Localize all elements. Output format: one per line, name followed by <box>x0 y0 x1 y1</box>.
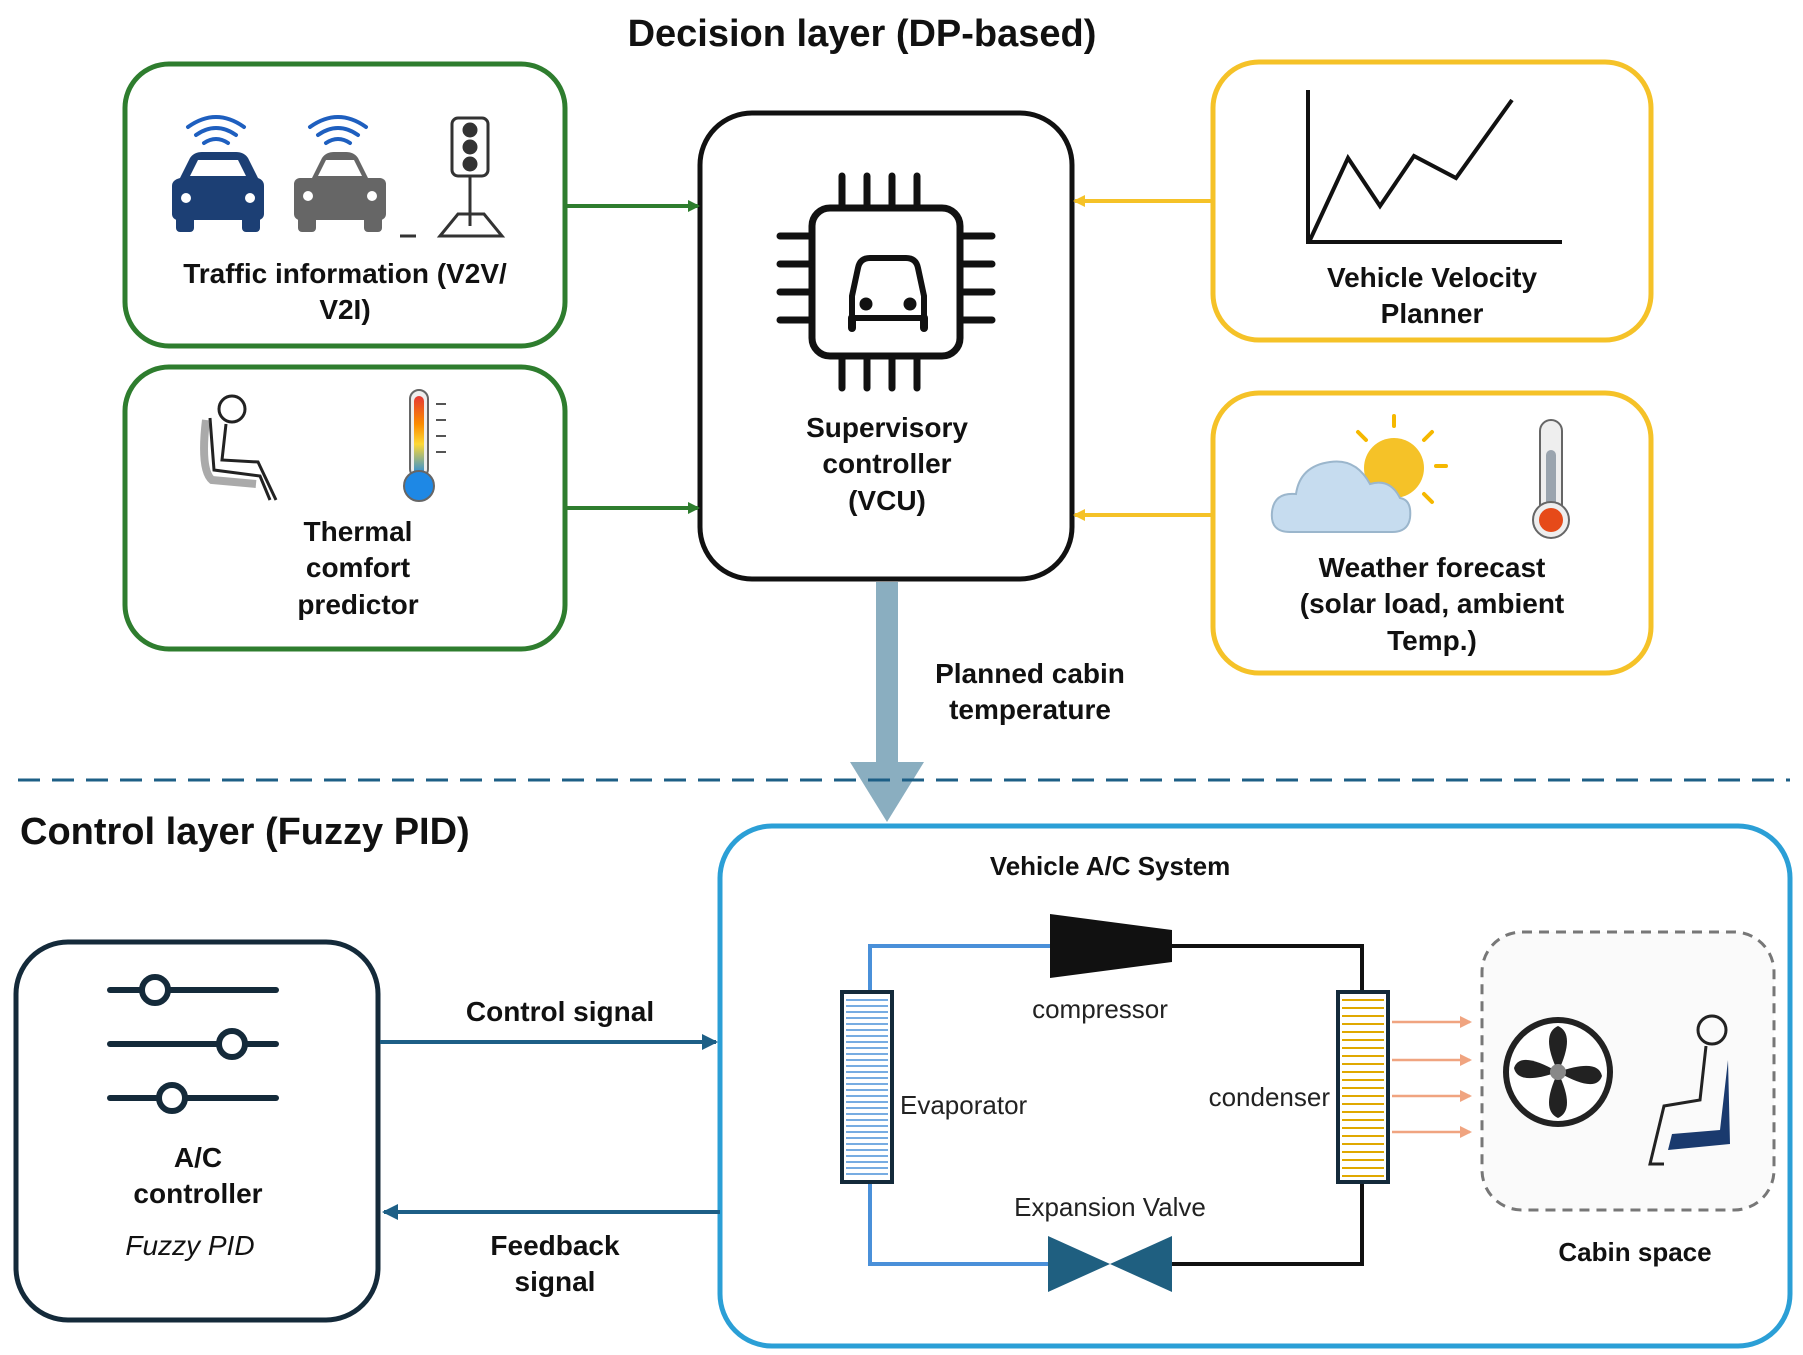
ac-controller-subtitle: Fuzzy PID <box>125 1230 255 1261</box>
cold-line <box>868 944 1050 992</box>
weather-forecast-box <box>1210 390 1654 676</box>
cabin-space-label: Cabin space <box>1558 1237 1712 1267</box>
compressor-label: compressor <box>1032 994 1168 1024</box>
feedback-signal-label: Feedback signal <box>420 1228 690 1301</box>
planned-line2: temperature <box>949 694 1111 726</box>
ac-controller-label: A/C controller <box>40 1140 356 1213</box>
ac-system-box <box>717 823 1793 1349</box>
feedback-line1: Feedback <box>490 1230 620 1261</box>
feedback-line2: signal <box>514 1266 596 1298</box>
cloud-sun-icon <box>1270 414 1448 533</box>
thermometer-icon <box>403 389 446 502</box>
condenser-icon <box>1336 990 1390 1184</box>
thermal-comfort-line1: Thermal <box>303 516 413 547</box>
seated-person-icon <box>200 394 278 501</box>
condenser-label: condenser <box>1208 1082 1330 1112</box>
compressor-icon <box>1050 914 1172 978</box>
wifi-icon <box>186 115 246 145</box>
cold-line-lower <box>868 1182 1048 1266</box>
ac-controller-line1: A/C <box>173 1142 223 1173</box>
wifi-icon <box>308 115 368 145</box>
supervisory-line1: Supervisory <box>806 412 968 443</box>
fan-icon <box>1503 1017 1613 1127</box>
weather-line3: Temp.) <box>1387 624 1477 656</box>
thermometer-icon <box>1532 419 1570 539</box>
evaporator-label: Evaporator <box>900 1090 1028 1120</box>
car-icon <box>294 152 386 232</box>
control-layer-title: Control layer (Fuzzy PID) <box>20 811 470 853</box>
heat-flow-arrows <box>1392 1016 1472 1138</box>
expansion-valve-label: Expansion Valve <box>1014 1192 1206 1222</box>
velocity-line1: Vehicle Velocity <box>1326 262 1538 293</box>
line-graph-icon <box>1306 90 1562 244</box>
supervisory-line2: controller <box>822 448 952 480</box>
hot-line <box>1170 944 1364 992</box>
weather-line1: Weather forecast <box>1318 552 1546 583</box>
decision-layer-title: Decision layer (DP-based) <box>627 13 1097 55</box>
car-icon <box>172 152 264 232</box>
velocity-planner-label: Vehicle Velocity Planner <box>1218 260 1646 333</box>
traffic-info-label: Traffic information (V2V/ V2I) <box>130 256 560 329</box>
evaporator-icon <box>840 990 894 1184</box>
weather-forecast-label: Weather forecast (solar load, ambient Te… <box>1218 550 1646 659</box>
slider-icon <box>107 974 279 1114</box>
planned-temperature-label: Planned cabin temperature <box>900 656 1160 729</box>
traffic-info-line2: V2I) <box>319 294 371 326</box>
ac-controller-line2: controller <box>133 1178 263 1210</box>
ac-system-title: Vehicle A/C System <box>989 851 1231 881</box>
thermal-comfort-line3: predictor <box>297 588 419 620</box>
traffic-info-line1: Traffic information (V2V/ <box>183 258 507 289</box>
supervisory-controller-box <box>697 110 1075 582</box>
traffic-light-icon <box>400 116 506 238</box>
ac-controller-box <box>13 939 381 1323</box>
thermal-comfort-label: Thermal comfort predictor <box>130 514 586 623</box>
expansion-valve-icon <box>1048 1236 1172 1292</box>
hot-line-lower <box>1172 1182 1364 1266</box>
chip-icon <box>776 172 996 392</box>
weather-line2: (solar load, ambient <box>1299 588 1565 620</box>
seat-icon <box>1648 1014 1730 1166</box>
control-signal-label: Control signal <box>465 996 655 1027</box>
planned-line1: Planned cabin <box>935 658 1125 689</box>
velocity-line2: Planner <box>1380 298 1484 330</box>
thermal-comfort-line2: comfort <box>305 552 411 584</box>
planned-temperature-arrow <box>850 582 924 822</box>
supervisory-controller-label: Supervisory controller (VCU) <box>706 410 1068 519</box>
supervisory-line3: (VCU) <box>848 484 926 516</box>
